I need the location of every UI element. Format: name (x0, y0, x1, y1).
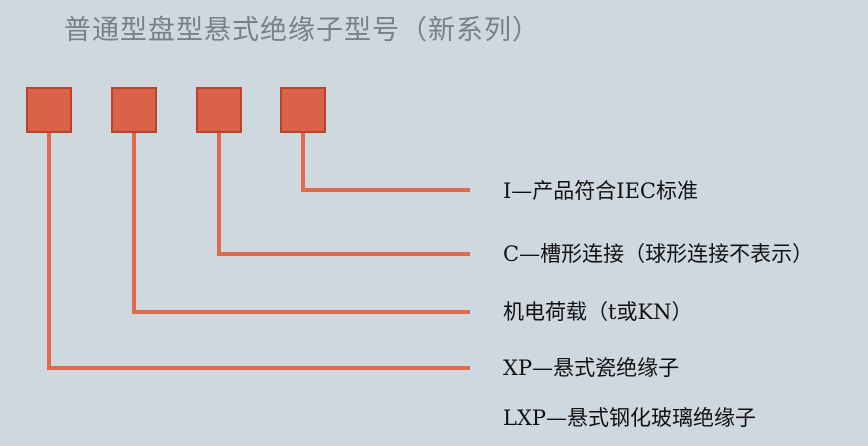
connector-iec (301, 132, 470, 192)
code-box-standard (280, 87, 326, 133)
code-box-load (111, 87, 157, 133)
label-groove-connection: C—槽形连接（球形连接不表示） (503, 242, 814, 266)
connector-groove (217, 132, 470, 256)
page-title: 普通型盘型悬式绝缘子型号（新系列） (64, 15, 540, 46)
code-box-type (26, 87, 72, 133)
label-lxp-glass: LXP—悬式钢化玻璃绝缘子 (503, 406, 757, 430)
label-iec-standard: I—产品符合IEC标准 (503, 179, 698, 203)
connector-xp (47, 132, 470, 370)
code-box-connection (196, 87, 242, 133)
connector-load (132, 132, 470, 314)
label-mechanical-load: 机电荷载（t或KN） (503, 300, 693, 324)
label-xp-porcelain: XP—悬式瓷绝缘子 (503, 356, 680, 380)
